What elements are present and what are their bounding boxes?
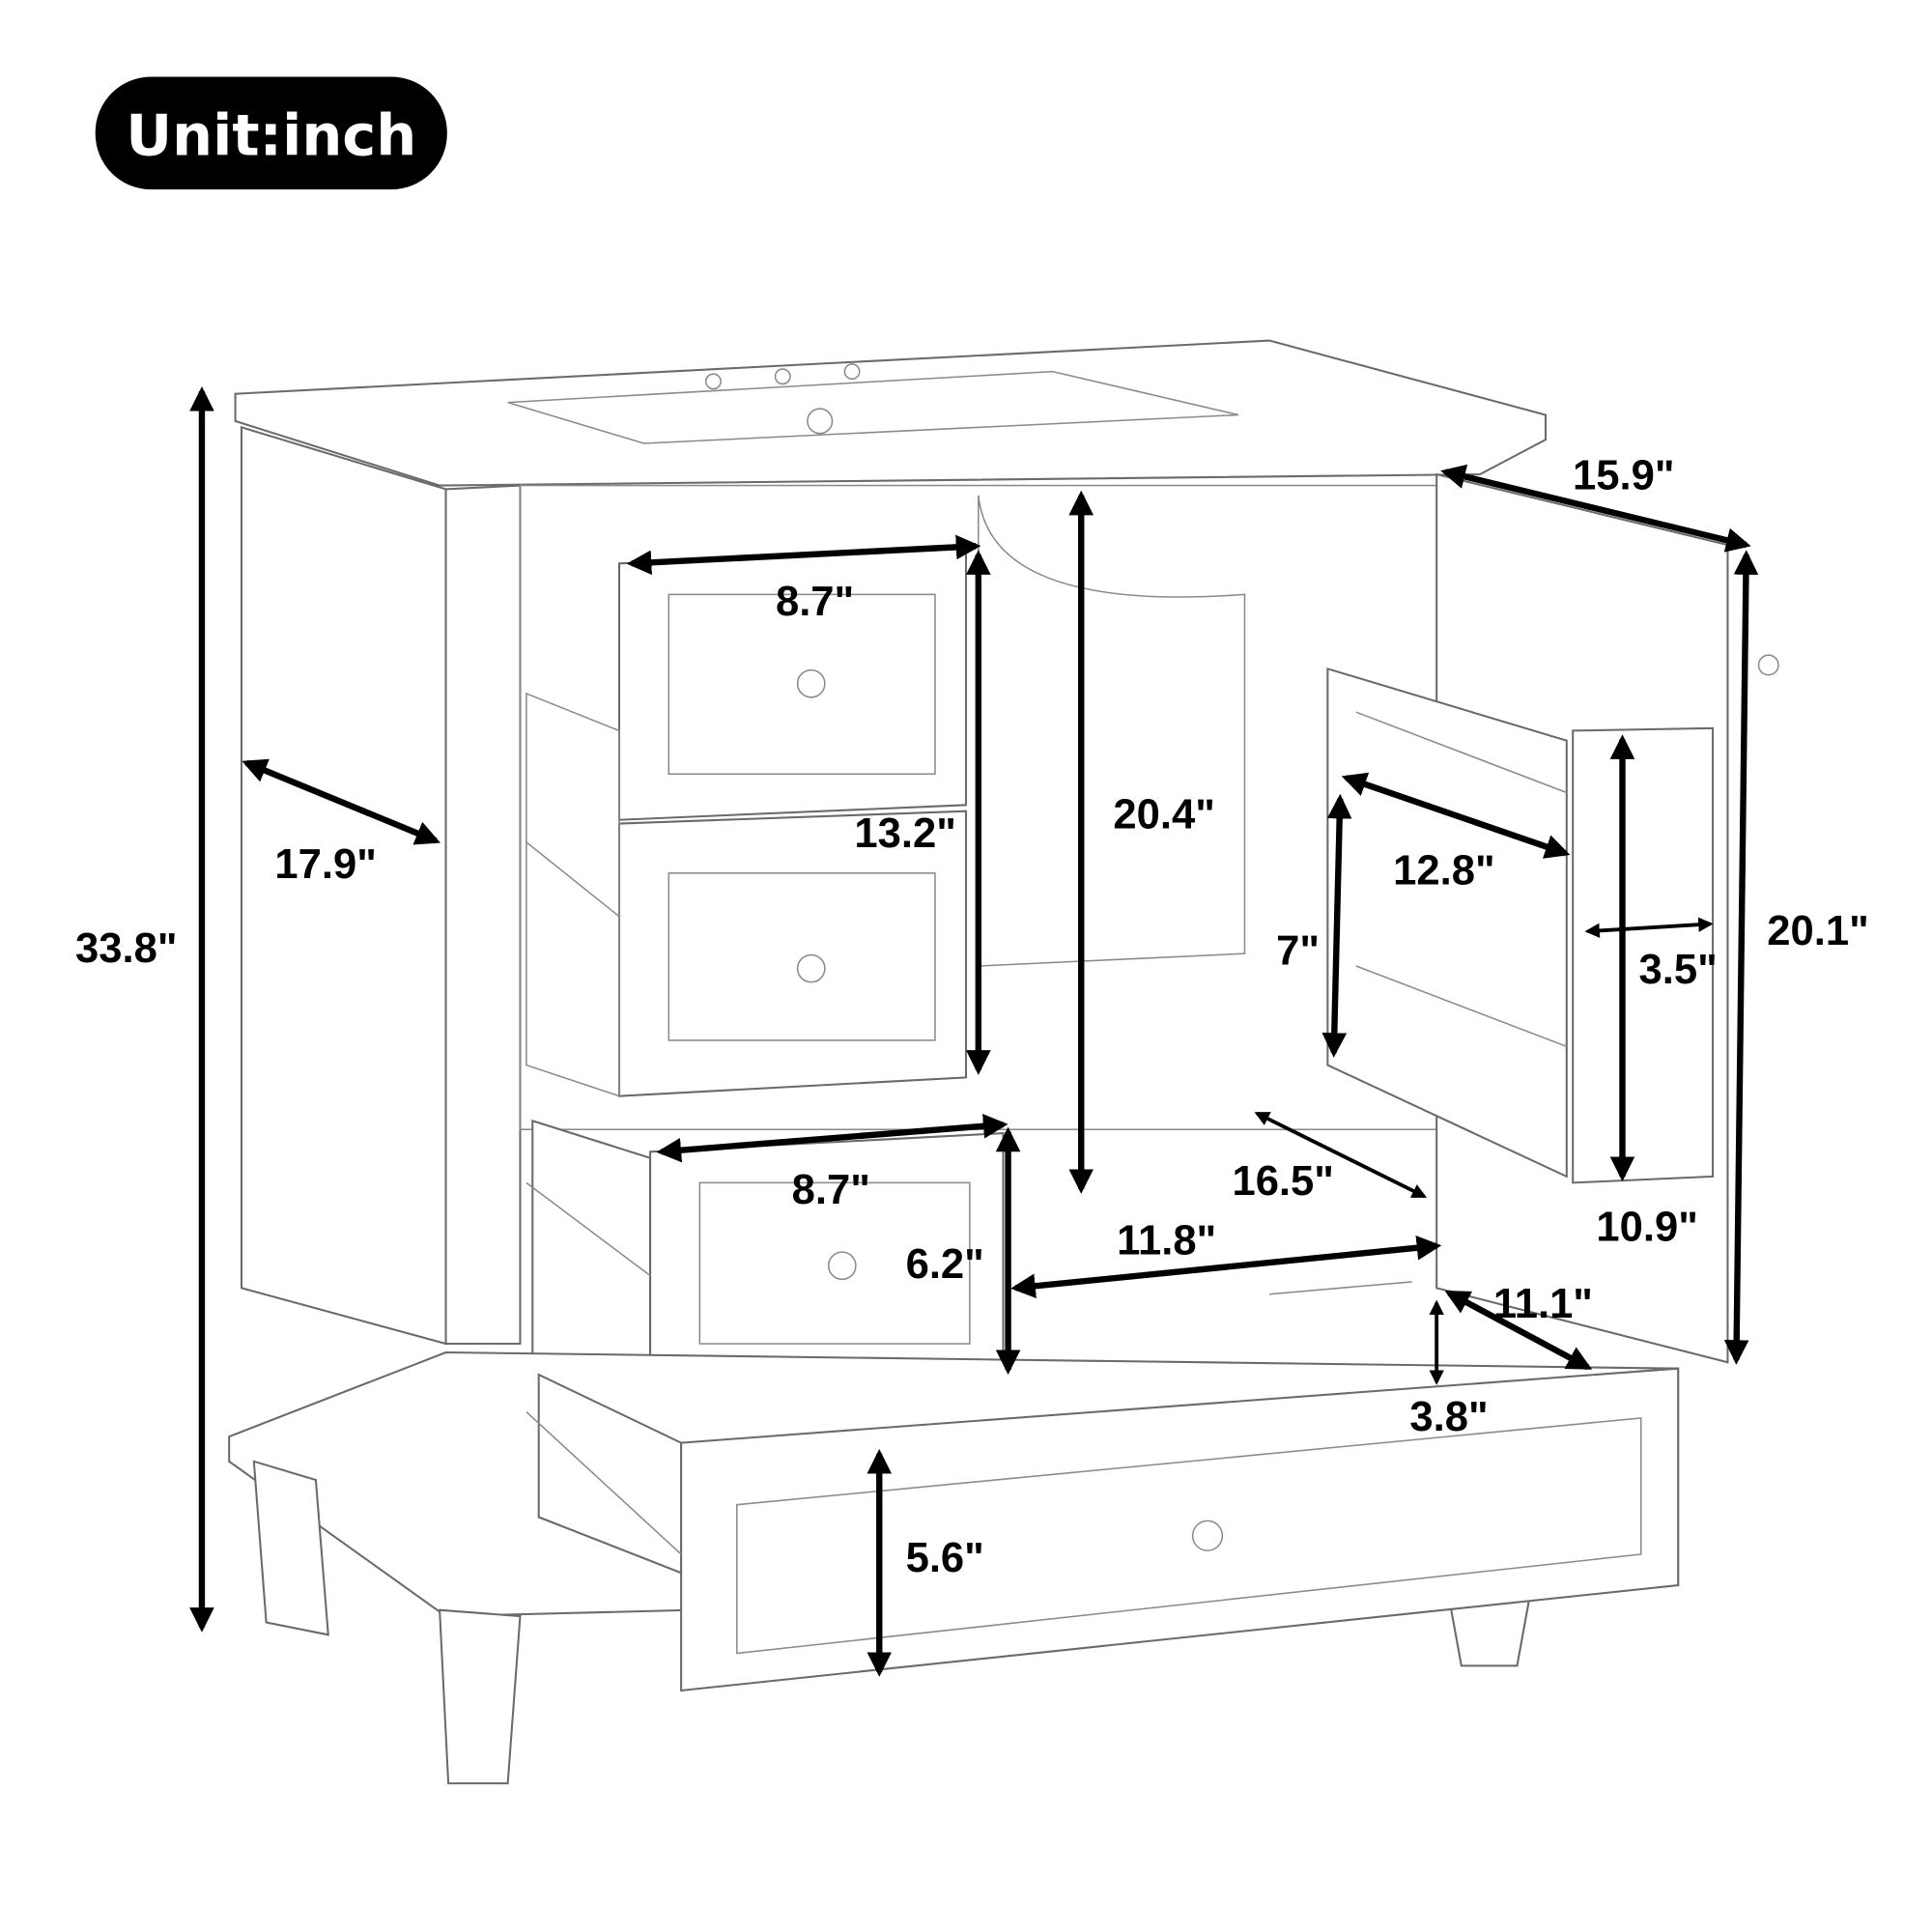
top-drawer-width-arrow: [626, 534, 981, 576]
sink-basin: [507, 370, 1239, 444]
side-depth-arrow: [242, 758, 441, 845]
door-shelf: [1326, 667, 1568, 1179]
door-shelf-width-arrow: [1341, 772, 1571, 859]
bottom-drawer-width-arrow: [1010, 1236, 1442, 1299]
drawer-knob: [796, 953, 826, 983]
bottom-drawer-depth-arrow: [1444, 1290, 1593, 1371]
label-interior-depth: 16.5": [1232, 1158, 1333, 1205]
label-bottom-drawer-depth: 11.1": [1493, 1281, 1593, 1327]
faucet-hole: [843, 363, 861, 381]
label-rack-height: 10.9": [1596, 1205, 1697, 1251]
vanity-illustration: [228, 339, 1779, 1785]
label-door-shelf-height: 7": [1276, 928, 1320, 975]
door-rack: [1572, 726, 1715, 1184]
label-rack-depth: 3.5": [1639, 947, 1718, 993]
label-middle-drawer-height: 6.2": [906, 1241, 984, 1288]
drawer-panel: [698, 1181, 971, 1345]
drawer-panel: [736, 1417, 1642, 1655]
label-door-shelf-width: 12.8": [1393, 847, 1494, 894]
door-height-arrow: [1723, 550, 1759, 1365]
door-knob: [1757, 654, 1779, 676]
leg: [252, 1460, 329, 1636]
back-panel: [978, 495, 1246, 967]
label-overall-height: 33.8": [75, 925, 177, 972]
dimension-lines: [189, 386, 1759, 1677]
label-bottom-drawer-front-height: 5.6": [906, 1535, 984, 1581]
door-width-arrow: [1440, 464, 1751, 553]
unit-badge: Unit:inch: [95, 76, 447, 190]
label-door-width: 15.9": [1573, 452, 1674, 498]
drawer-knob: [796, 668, 826, 698]
drawer-knob: [1191, 1520, 1224, 1551]
label-door-height: 20.1": [1767, 908, 1868, 954]
label-middle-drawer-width: 8.7": [792, 1167, 870, 1213]
unit-badge-label: Unit:inch: [126, 101, 416, 168]
label-interior-height: 20.4": [1113, 792, 1214, 838]
faucet-hole: [774, 368, 791, 385]
bottom-drawer: [680, 1367, 1680, 1692]
drawer-knob: [827, 1251, 857, 1281]
front-stile: [444, 484, 522, 1346]
label-bottom-drawer-width: 11.8": [1117, 1218, 1216, 1264]
countertop: [234, 339, 1548, 487]
label-top-drawer-width: 8.7": [776, 579, 854, 625]
faucet-hole: [705, 373, 722, 390]
door-shelf-height-arrow: [1321, 793, 1352, 1058]
middle-drawer-width-arrow: [656, 1113, 1009, 1163]
interior-depth-arrow: [1254, 1111, 1428, 1199]
dimension-labels: 33.8" 17.9" 8.7" 13.2" 20.4" 15.9" 20.1"…: [75, 452, 1869, 1581]
label-bottom-drawer-inner-height: 3.8": [1409, 1394, 1488, 1440]
leg: [439, 1608, 522, 1785]
label-left-drawers-height: 13.2": [854, 810, 955, 857]
drawer-panel: [668, 593, 936, 776]
drain: [807, 408, 834, 435]
rack-depth-arrow: [1584, 917, 1714, 939]
label-side-depth: 17.9": [274, 841, 376, 888]
drawer-panel: [668, 872, 936, 1041]
